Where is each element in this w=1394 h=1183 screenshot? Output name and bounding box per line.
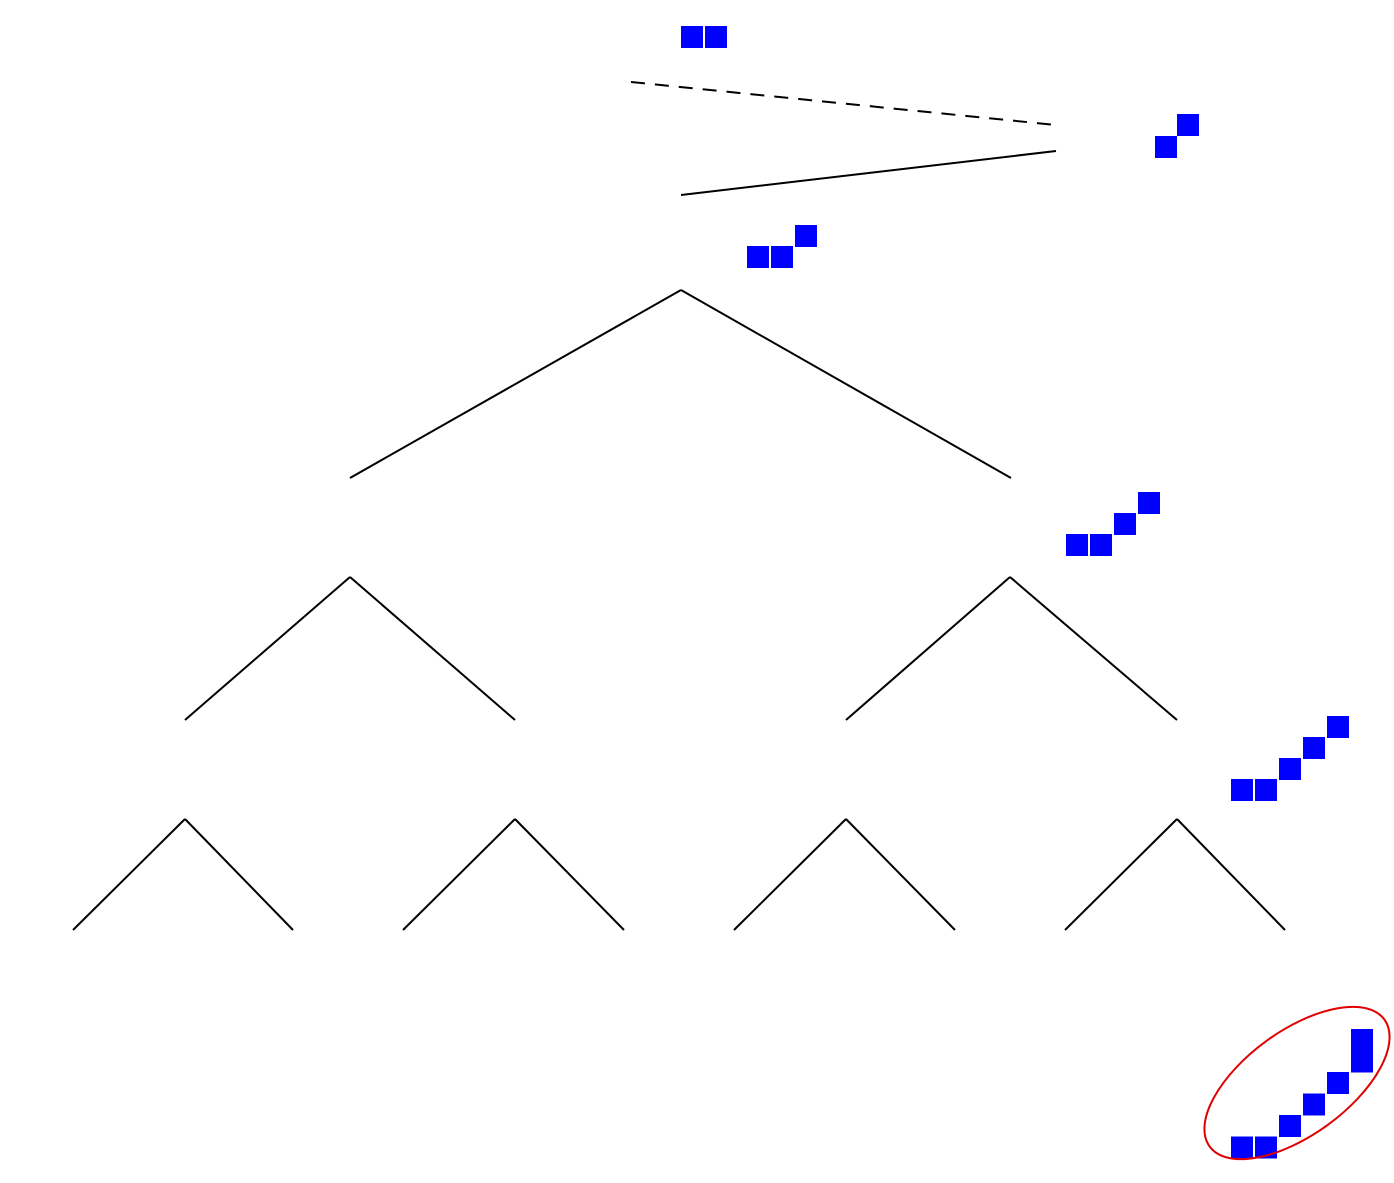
edge-level1-left bbox=[349, 289, 682, 479]
block-cell bbox=[681, 26, 703, 48]
block-cell bbox=[1327, 716, 1349, 738]
edge-level3-c-right bbox=[845, 818, 956, 931]
block-shapes bbox=[681, 26, 1391, 1161]
edge-root-dashed bbox=[630, 81, 1057, 126]
edge-level3-d-right bbox=[1176, 818, 1286, 931]
block-cell bbox=[1255, 779, 1277, 801]
block-cell bbox=[1279, 758, 1301, 780]
edge-level3-a-right bbox=[184, 818, 294, 931]
shape-right-small bbox=[1155, 114, 1199, 158]
edge-level2-left-right bbox=[349, 576, 516, 721]
block-cell bbox=[1255, 1136, 1277, 1159]
shape-level2 bbox=[1066, 492, 1160, 556]
block-cell bbox=[1114, 513, 1136, 535]
edge-level1-right bbox=[680, 289, 1012, 479]
block-cell bbox=[747, 246, 769, 268]
block-cell bbox=[795, 225, 817, 247]
block-cell bbox=[1351, 1050, 1373, 1073]
edge-level3-b-left bbox=[402, 818, 516, 931]
shape-level1 bbox=[747, 225, 817, 268]
block-cell bbox=[1231, 1136, 1253, 1159]
block-cell bbox=[1066, 534, 1088, 556]
block-cell bbox=[1138, 492, 1160, 514]
block-cell bbox=[705, 26, 727, 48]
edge-level3-a-left bbox=[72, 818, 186, 931]
shape-final bbox=[1231, 1029, 1373, 1159]
edge-level2-right-right bbox=[1009, 576, 1178, 721]
block-cell bbox=[1090, 534, 1112, 556]
block-cell bbox=[1351, 1029, 1373, 1051]
block-cell bbox=[1279, 1115, 1301, 1137]
edge-level3-c-left bbox=[733, 818, 847, 931]
block-cell bbox=[1155, 136, 1177, 158]
block-cell bbox=[1177, 114, 1199, 136]
block-cell bbox=[1303, 1093, 1325, 1116]
edge-level2-right-left bbox=[845, 576, 1011, 721]
shape-top bbox=[681, 26, 727, 48]
tree-edges bbox=[72, 81, 1286, 931]
edge-level3-b-right bbox=[514, 818, 625, 931]
block-cell bbox=[1231, 779, 1253, 801]
block-cell bbox=[1327, 1072, 1349, 1094]
highlight-ellipse bbox=[1203, 1005, 1391, 1161]
edge-level2-left-left bbox=[184, 576, 351, 721]
edge-level3-d-left bbox=[1064, 818, 1178, 931]
block-cell bbox=[1303, 737, 1325, 759]
block-cell bbox=[771, 246, 793, 268]
shape-level3 bbox=[1231, 716, 1349, 801]
edge-root-solid bbox=[680, 150, 1057, 196]
